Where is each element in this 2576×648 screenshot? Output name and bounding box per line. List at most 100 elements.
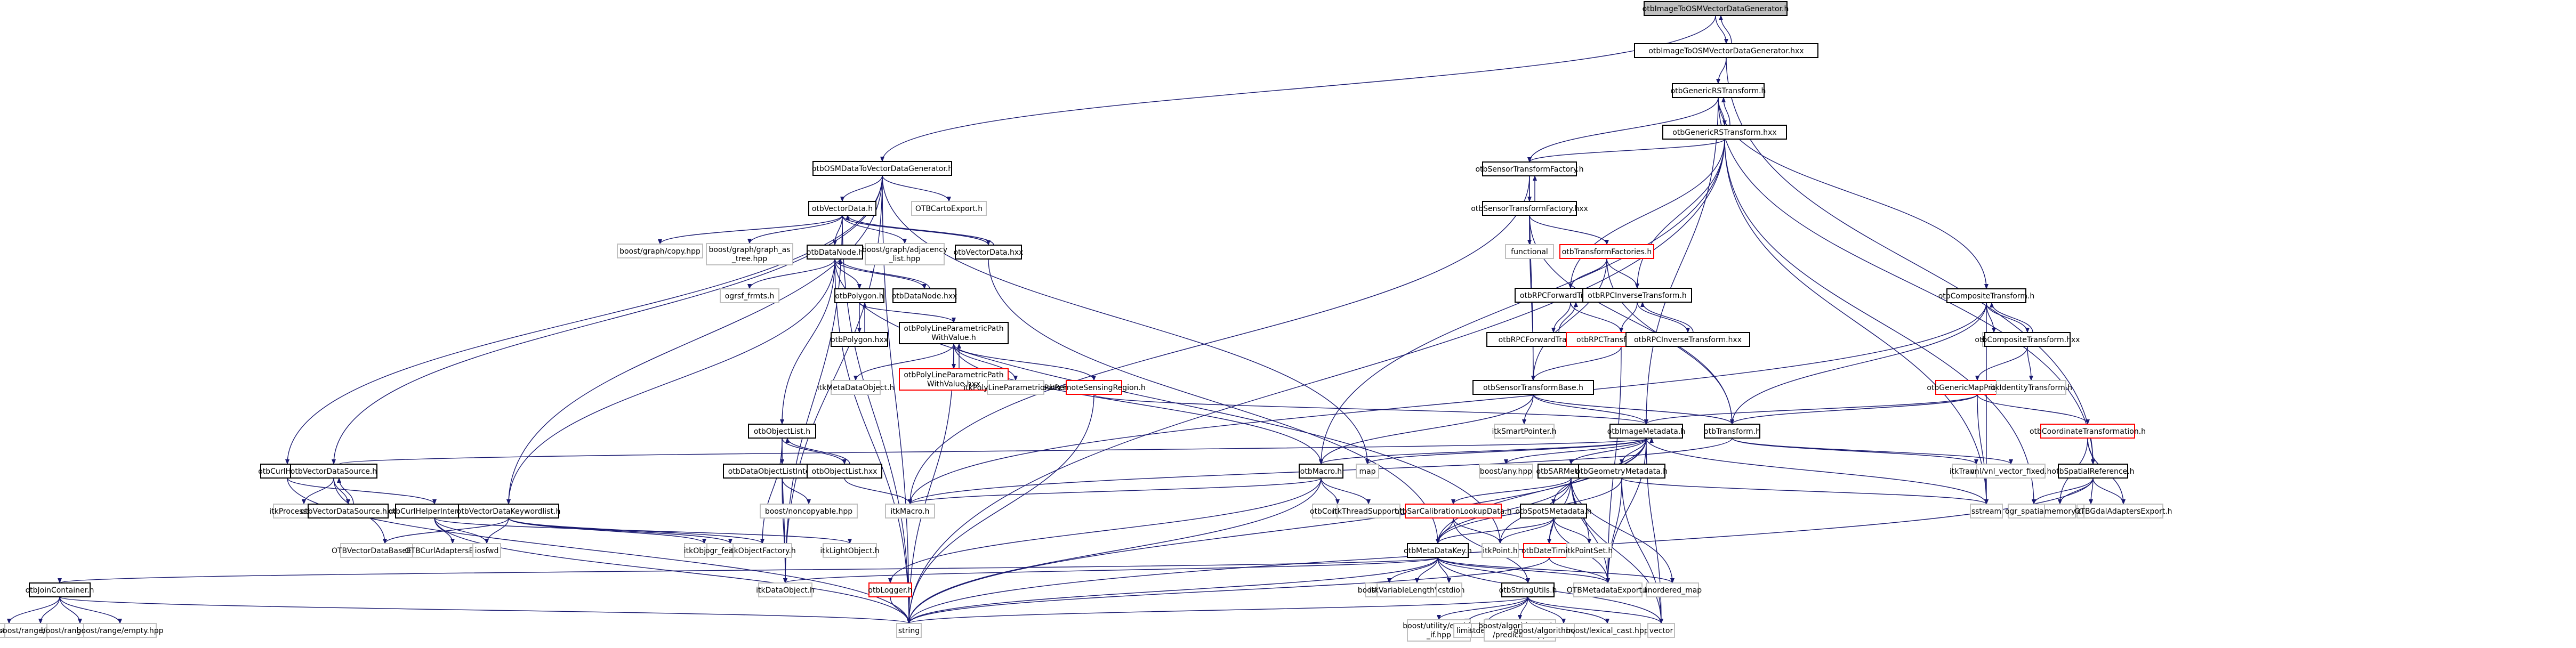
node-box — [1946, 288, 2026, 303]
node-otbpolygon-h[interactable]: otbPolygon.h — [834, 288, 884, 303]
node-vector: vector — [1647, 623, 1675, 638]
node-otbsarcalibrationlookupdata-h[interactable]: otbSarCalibrationLookupData.h — [1395, 504, 1512, 519]
node-otbtransform-h[interactable]: otbTransform.h — [1704, 424, 1760, 439]
edge-n52-to-n74 — [1451, 477, 1572, 505]
node-label: itkDataObject.h — [756, 586, 815, 595]
edge-n86-to-n94 — [1437, 596, 1528, 620]
node-label: otbImageToOSMVectorDataGenerator.hxx — [1648, 47, 1804, 55]
edge-n80-to-n90 — [38, 596, 60, 624]
node-otbvectordata-hxx[interactable]: otbVectorData.hxx — [954, 245, 1024, 260]
node-otbimagetoosmvectordatagenerator-h[interactable]: otbImageToOSMVectorDataGenerator.h — [1643, 1, 1789, 16]
edge-n29-to-n31 — [1531, 346, 1622, 381]
node-otbspot5metadata-h[interactable]: otbSpot5Metadata.h — [1515, 504, 1592, 519]
edge-n5-to-n6 — [840, 175, 883, 202]
node-otbgenericrstransform-h[interactable]: otbGenericRSTransform.h — [1671, 83, 1766, 98]
node-otbrpcinversetransform-hxx[interactable]: otbRPCInverseTransform.hxx — [1625, 332, 1750, 347]
node-itkpolylineparametricpath-h: itkPolyLineParametricPath.h — [963, 380, 1068, 395]
edge-n4-to-n93 — [907, 139, 1725, 624]
node-label: otbGenericRSTransform.hxx — [1672, 128, 1776, 137]
node-label: OTBMetadataExport.h — [1567, 586, 1649, 595]
edge-n53-to-n87 — [1606, 477, 1622, 584]
edge-n76-to-n86 — [1437, 557, 1530, 584]
node-ogrsf-frmts-h: ogrsf_frmts.h — [720, 288, 779, 303]
edge-n2-to-n1 — [1719, 15, 1732, 44]
node-otbremotesensingregion-h[interactable]: otbRemoteSensingRegion.h — [1042, 380, 1146, 395]
edge-n64-to-n70 — [508, 517, 764, 544]
node-otbosmdatatovectordatagenerator-h[interactable]: otbOSMDataToVectorDataGenerator.h — [812, 161, 953, 176]
edge-n6-to-n8 — [658, 215, 843, 245]
node-otbsensortransformfactory-h[interactable]: otbSensorTransformFactory.h — [1475, 161, 1584, 176]
node-otbobjectlist-hxx[interactable]: otbObjectList.hxx — [807, 464, 882, 479]
node-otbrpcinversetransform-h[interactable]: otbRPCInverseTransform.h — [1582, 288, 1692, 303]
node-otbcompositetransform-hxx[interactable]: otbCompositeTransform.hxx — [1975, 332, 2080, 347]
node-label: boost/range/empty.hpp — [77, 627, 164, 635]
node-label: otbRemoteSensingRegion.h — [1042, 384, 1146, 392]
edge-n76-to-n93 — [907, 557, 1438, 624]
node-box — [758, 582, 812, 597]
edge-n14-to-n17 — [859, 302, 956, 323]
node-otbsensortransformfactory-hxx[interactable]: otbSensorTransformFactory.hxx — [1471, 201, 1588, 216]
node-boost-lexical-cast-hpp: boost/lexical_cast.hpp — [1566, 623, 1649, 638]
node-otbmacro-h[interactable]: otbMacro.h — [1299, 464, 1343, 479]
node-otbobjectlist-h[interactable]: otbObjectList.h — [748, 424, 816, 439]
edge-n4-to-n54 — [1724, 139, 1989, 505]
node-otbgeometrymetadata-h[interactable]: otbGeometryMetadata.h — [1576, 464, 1668, 479]
node-otbjoincontainer-h[interactable]: otbJoinContainer.h — [26, 582, 94, 597]
node-boost-graph-copy-hpp: boost/graph/copy.hpp — [617, 244, 703, 258]
edge-n52-to-n88 — [1571, 477, 1675, 584]
node-label: string — [898, 627, 920, 635]
edge-n4-to-n3 — [1721, 97, 1730, 126]
node-memory: memory — [2044, 504, 2076, 519]
edge-n6-to-n9 — [747, 215, 843, 244]
node-otbmetadataexport-h: OTBMetadataExport.h — [1567, 582, 1649, 597]
edge-n38-to-n54 — [1977, 394, 1989, 505]
edge-n80-to-n92 — [59, 596, 122, 624]
node-boost-graph-graph-as-tree-hpp: boost/graph/graph_as_tree.hpp — [706, 243, 793, 265]
edge-n3-to-n41 — [1718, 97, 2095, 465]
edge-n53-to-n54 — [1621, 477, 1989, 505]
node-otbvectordatakeywordlist-h[interactable]: otbVectorDataKeywordlist.h — [457, 504, 561, 519]
node-otbcompositetransform-h[interactable]: otbCompositeTransform.h — [1938, 288, 2035, 303]
node-label: itkMetaDataObject.h — [817, 384, 895, 392]
node-label: unordered_map — [1643, 586, 1702, 595]
node-otbtransformfactories-h[interactable]: otbTransformFactories.h — [1559, 244, 1654, 259]
node-label: boost/graph/copy.hpp — [619, 247, 701, 256]
node-otbimagetoosmvectordatagenerator-hxx[interactable]: otbImageToOSMVectorDataGenerator.hxx — [1634, 43, 1818, 58]
node-otbstringutils-h[interactable]: otbStringUtils.h — [1499, 582, 1557, 597]
node-box — [1996, 380, 2066, 395]
node-boost-noncopyable-hpp: boost/noncopyable.hpp — [760, 504, 858, 519]
node-label: itkLightObject.h — [820, 547, 879, 555]
node-otblogger-h[interactable]: otbLogger.h — [868, 582, 913, 597]
node-label: otbCoordinateTransformation.h — [2030, 427, 2146, 436]
node-box — [1672, 83, 1765, 98]
node-otbgenericrstransform-hxx[interactable]: otbGenericRSTransform.hxx — [1662, 125, 1787, 140]
node-box — [472, 543, 501, 558]
node-otbdatanode-hxx[interactable]: otbDataNode.hxx — [892, 288, 957, 303]
node-otbvectordatasource-hxx[interactable]: otbVectorDataSource.hxx — [301, 504, 396, 519]
node-label: boost/noncopyable.hpp — [765, 507, 852, 516]
node-itklightobject-h: itkLightObject.h — [820, 543, 880, 558]
node-box — [1647, 623, 1675, 638]
node-label: otbVectorDataSource.hxx — [301, 507, 396, 516]
node-otbdatanode-h[interactable]: otbDataNode.h — [807, 245, 863, 260]
node-otbvectordatasource-h[interactable]: otbVectorDataSource.h — [290, 464, 377, 479]
node-otbcoordinatetransformation-h[interactable]: otbCoordinateTransformation.h — [2030, 424, 2146, 439]
node-otbspatialreference-h[interactable]: otbSpatialReference.h — [2052, 464, 2135, 479]
node-otbmetadatakey-h[interactable]: otbMetaDataKey.h — [1404, 543, 1472, 558]
node-box — [987, 380, 1044, 395]
edge-n44-to-n46 — [782, 438, 847, 465]
node-box — [760, 504, 858, 519]
node-otbimagemetadata-h[interactable]: otbImageMetadata.h — [1607, 424, 1685, 439]
edge-layer — [7, 15, 2126, 624]
node-otbgdaladaptersexport-h: OTBGdalAdaptersExport.h — [2074, 504, 2172, 519]
node-otbpolygon-hxx[interactable]: otbPolygon.hxx — [831, 332, 888, 347]
node-label: _tree.hpp — [731, 255, 767, 263]
node-itkidentitytransform-h: itkIdentityTransform.h — [1990, 380, 2072, 395]
edge-n27-to-n29 — [1619, 302, 1638, 333]
node-otbvectordata-h[interactable]: otbVectorData.h — [808, 201, 876, 216]
node-box — [1976, 464, 2046, 479]
node-otbsensortransformbase-h[interactable]: otbSensorTransformBase.h — [1472, 380, 1594, 395]
edge-n34-to-n43 — [1732, 438, 2013, 465]
